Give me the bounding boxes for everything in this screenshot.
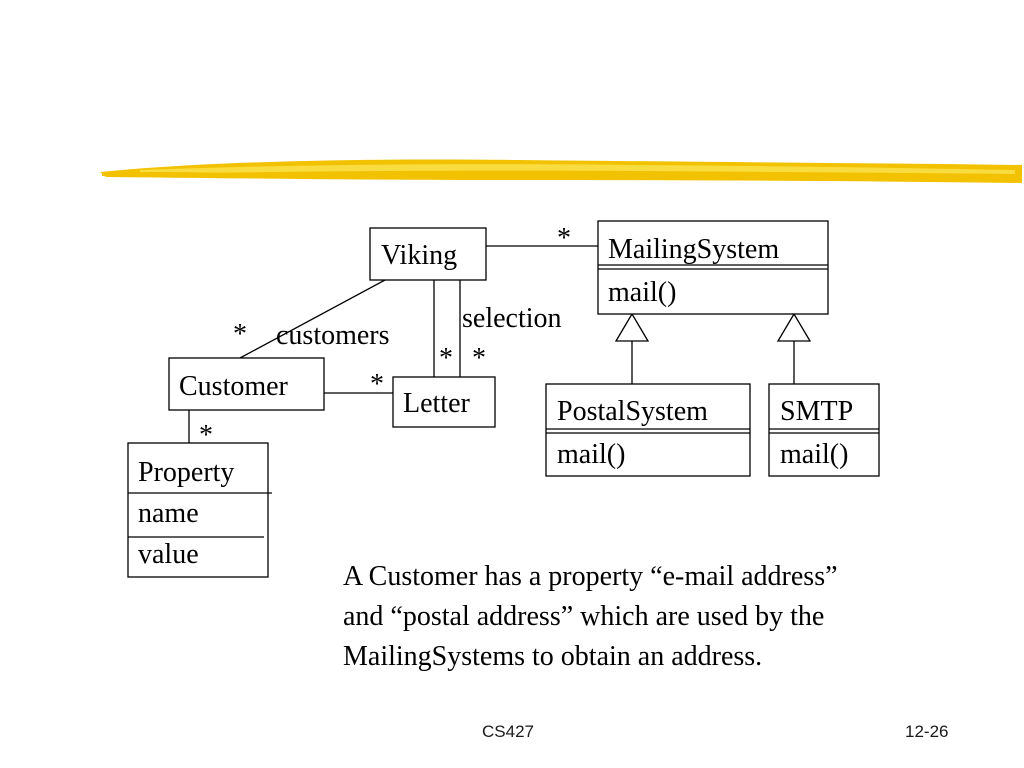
brush-stroke-highlight <box>140 164 1015 174</box>
class-mailingsystem: MailingSystem mail() <box>597 220 829 315</box>
caption-text: A Customer has a property “e-mail addres… <box>343 557 983 677</box>
class-smtp-operation: mail() <box>780 439 848 470</box>
customer-property-multiplicity: * <box>199 420 213 451</box>
class-letter-name: Letter <box>403 388 471 419</box>
postalsystem-generalization-arrow <box>614 312 650 342</box>
selection-multiplicity-right: * <box>472 343 486 374</box>
class-property: Property name value <box>127 442 272 578</box>
caption-line: and “postal address” which are used by t… <box>343 601 825 632</box>
header-brush-stroke <box>100 159 1022 183</box>
class-customer: Customer <box>168 357 325 411</box>
footer-course-label: CS427 <box>482 722 534 741</box>
class-mailingsystem-name: MailingSystem <box>608 234 779 265</box>
customers-multiplicity: * <box>233 319 247 350</box>
class-mailingsystem-operation: mail() <box>608 277 676 308</box>
class-letter: Letter <box>392 376 496 428</box>
footer-page-number: 12-26 <box>905 722 949 741</box>
viking-mailingsystem-multiplicity: * <box>557 223 571 254</box>
class-postalsystem-operation: mail() <box>557 439 625 470</box>
viking-customer-association <box>239 279 386 359</box>
class-smtp: SMTP mail() <box>768 383 880 477</box>
class-viking-name: Viking <box>381 240 457 271</box>
class-property-attribute-value: value <box>138 539 199 570</box>
caption-line: MailingSystems to obtain an address. <box>343 641 763 672</box>
class-viking: Viking <box>369 227 487 281</box>
class-property-name: Property <box>138 457 234 488</box>
selection-multiplicity-left: * <box>439 343 453 374</box>
class-postalsystem: PostalSystem mail() <box>545 383 751 477</box>
customer-letter-multiplicity: * <box>370 369 384 400</box>
class-customer-name: Customer <box>179 371 289 402</box>
selection-role-label: selection <box>462 303 562 334</box>
brush-stroke-tail <box>102 172 230 177</box>
smtp-generalization-arrow <box>776 312 812 342</box>
caption-line: A Customer has a property “e-mail addres… <box>343 561 838 592</box>
class-smtp-name: SMTP <box>780 396 853 427</box>
class-postalsystem-name: PostalSystem <box>557 396 708 427</box>
class-property-attribute-name: name <box>138 498 199 529</box>
customers-role-label: customers <box>276 320 390 351</box>
